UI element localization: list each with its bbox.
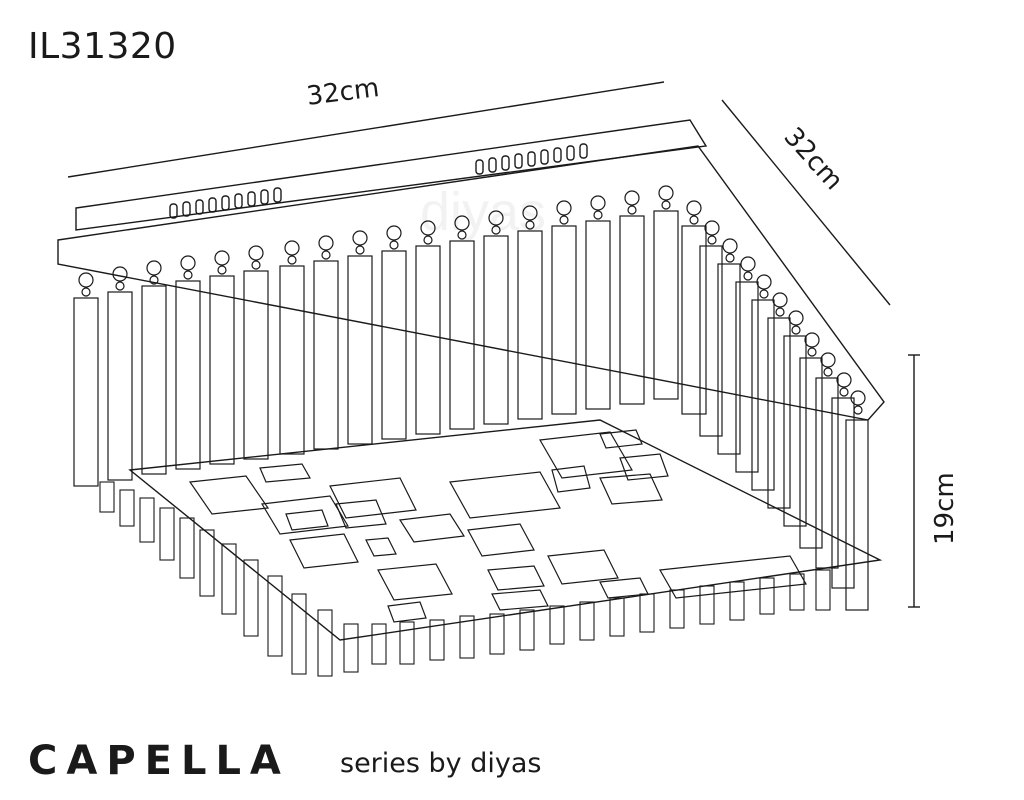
watermark: diyas — [420, 182, 546, 242]
base-pattern — [188, 429, 807, 623]
canopy-plate-bottom — [57, 145, 885, 421]
canopy-plate-top — [75, 119, 708, 231]
back-crystal-row — [73, 185, 707, 487]
depth-dimension-line — [721, 99, 891, 306]
height-dimension: 19cm — [930, 472, 960, 545]
base-panel — [128, 419, 883, 641]
product-code: IL31320 — [28, 26, 177, 67]
width-dimension-line — [67, 81, 665, 178]
front-crystal-row — [99, 481, 831, 677]
side-crystal-row — [699, 220, 869, 611]
series-tagline: series by diyas — [340, 748, 542, 779]
vent-slots — [169, 143, 588, 219]
product-name: CAPELLA — [28, 738, 290, 784]
